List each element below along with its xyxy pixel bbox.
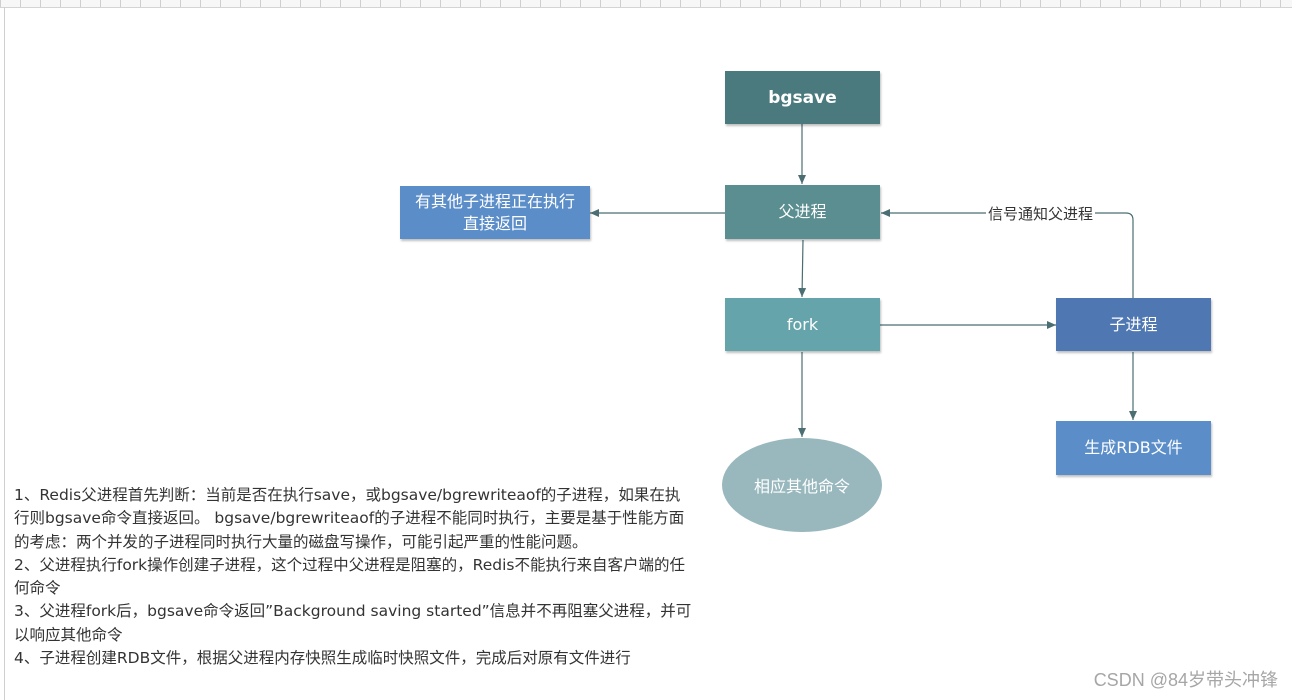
node-fork-label: fork: [786, 314, 819, 334]
node-generate-rdb: 生成RDB文件: [1056, 421, 1211, 475]
note-1: 1、Redis父进程首先判断：当前是否在执行save，或bgsave/bgrew…: [14, 486, 685, 551]
node-parent-label: 父进程: [778, 202, 827, 221]
node-parent-process: 父进程: [725, 185, 880, 239]
node-busy-return: 有其他子进程正在执行 直接返回: [400, 186, 590, 239]
node-bgsave-label: bgsave: [768, 87, 837, 108]
note-3: 3、父进程fork后，bgsave命令返回”Background saving …: [14, 602, 692, 644]
node-bgsave: bgsave: [725, 71, 880, 124]
top-ruler: [0, 0, 1292, 8]
node-rdb-label: 生成RDB文件: [1084, 438, 1183, 457]
node-child-label: 子进程: [1109, 314, 1158, 334]
edge-parent-to-fork: [798, 239, 807, 298]
notes-text: 1、Redis父进程首先判断：当前是否在执行save，或bgsave/bgrew…: [14, 484, 694, 670]
note-2: 2、父进程执行fork操作创建子进程，这个过程中父进程是阻塞的，Redis不能执…: [14, 555, 685, 598]
note-4: 4、子进程创建RDB文件，根据父进程内存快照生成临时快照文件，完成后对原有文件进…: [14, 649, 631, 668]
edge-label-signal: 信号通知父进程: [986, 203, 1096, 224]
node-busy-line2: 直接返回: [462, 213, 527, 233]
node-fork: fork: [725, 298, 880, 351]
edge-child-to-parent: [881, 209, 1134, 298]
csdn-watermark: CSDN @84岁带头冲锋: [1093, 670, 1278, 690]
node-respond-label: 相应其他命令: [753, 477, 850, 496]
node-child-process: 子进程: [1056, 298, 1211, 351]
page-left-border: [4, 7, 5, 700]
node-respond-commands: 相应其他命令: [722, 438, 882, 532]
node-busy-line1: 有其他子进程正在执行: [414, 191, 575, 211]
